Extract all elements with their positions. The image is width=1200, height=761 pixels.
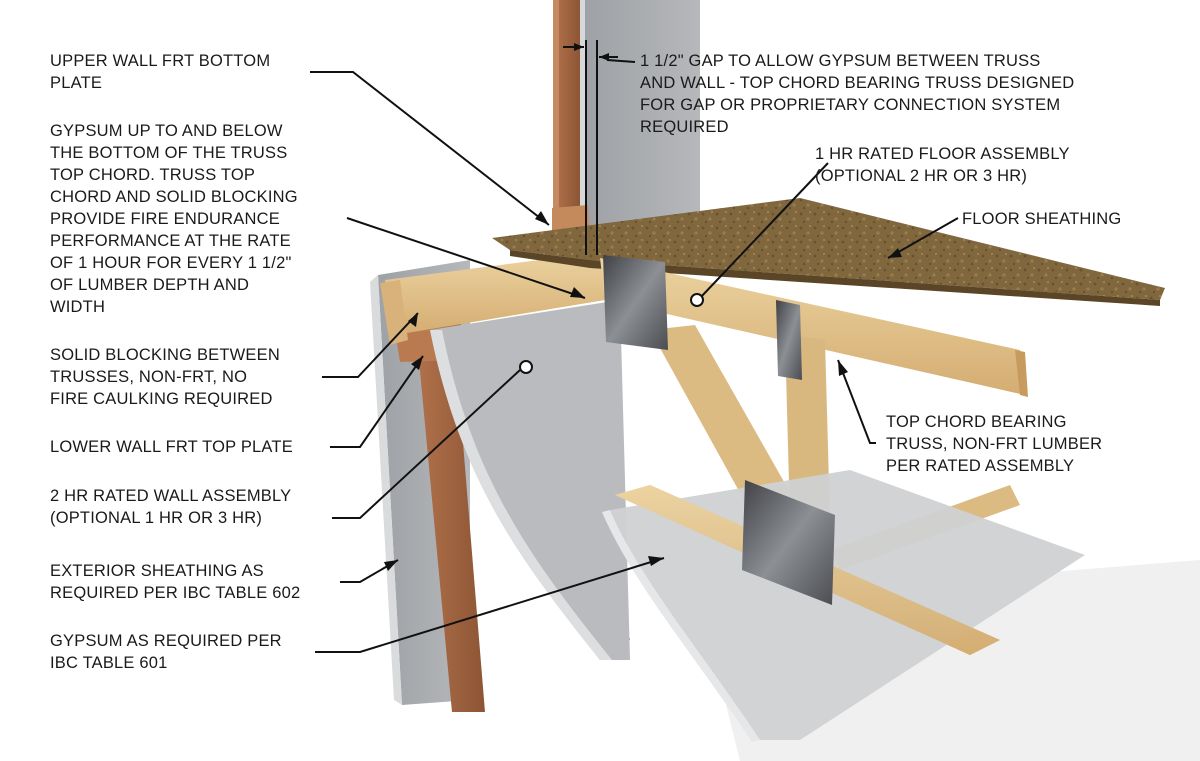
label-top-chord-truss: TOP CHORD BEARING TRUSS, NON-FRT LUMBER … — [886, 413, 1103, 475]
arrow-gap-right — [599, 53, 609, 61]
label-exterior-sheathing: EXTERIOR SHEATHING AS REQUIRED PER IBC T… — [50, 562, 301, 602]
interior-gypsum-sheet — [430, 300, 630, 660]
metal-plate-2 — [776, 300, 802, 380]
leader-arrowheads — [384, 43, 902, 571]
arrow-top-chord — [838, 360, 848, 376]
truss-web-diagonal — [650, 325, 800, 520]
label-gypsum-ibc: GYPSUM AS REQUIRED PER IBC TABLE 601 — [50, 632, 282, 672]
upper-wall-stud — [556, 0, 580, 215]
leader-top-chord — [837, 359, 876, 444]
solid-blocking — [385, 252, 605, 335]
leader-exterior-sheathing — [340, 559, 399, 583]
lower-wall-stud — [418, 345, 485, 712]
leader-gap — [606, 59, 636, 63]
leader-gypsum-truss — [346, 217, 586, 299]
leader-solid-blocking — [322, 312, 419, 378]
arrow-upper-wall-plate — [535, 211, 549, 225]
label-gap: 1 1/2" GAP TO ALLOW GYPSUM BETWEEN TRUSS… — [640, 52, 1075, 136]
lower-wall-gypsum-edge — [370, 275, 402, 705]
leader-wall-assembly — [332, 369, 521, 519]
label-lower-wall-plate: LOWER WALL FRT TOP PLATE — [50, 438, 293, 456]
metal-plate-3 — [742, 480, 835, 605]
label-upper-wall-plate: UPPER WALL FRT BOTTOM PLATE — [50, 52, 271, 92]
arrow-lower-wall-plate — [411, 356, 423, 370]
truss-web-vertical — [785, 335, 830, 520]
metal-plate-1 — [603, 255, 668, 350]
truss-top-chord-end — [1015, 350, 1028, 397]
label-gypsum-truss: GYPSUM UP TO AND BELOW THE BOTTOM OF THE… — [50, 122, 298, 316]
label-floor-sheathing: FLOOR SHEATHING — [962, 210, 1122, 228]
callout-dot-wall-assembly — [519, 360, 533, 374]
leader-upper-wall-plate — [310, 71, 550, 226]
arrow-gypsum-truss — [570, 287, 585, 298]
leader-floor-sheathing — [887, 217, 959, 259]
label-wall-assembly: 2 HR RATED WALL ASSEMBLY (OPTIONAL 1 HR … — [50, 487, 292, 527]
interior-gypsum-sheet-edge — [430, 330, 612, 660]
floor-sheathing — [492, 198, 1165, 300]
callout-dot-floor-assembly — [690, 293, 704, 307]
leader-gypsum-ibc — [315, 557, 665, 653]
upper-wall-stud-face — [553, 0, 559, 215]
label-floor-assembly: 1 HR RATED FLOOR ASSEMBLY (OPTIONAL 2 HR… — [815, 145, 1070, 185]
arrow-exterior-sheathing — [384, 560, 398, 571]
upper-wall-gypsum — [585, 0, 700, 260]
arrow-gypsum-ibc — [648, 556, 664, 566]
floor-sheathing-edge — [510, 250, 1160, 306]
leader-lower-wall-plate — [330, 355, 424, 448]
ceiling-gypsum-edge — [602, 510, 760, 742]
arrow-solid-blocking — [408, 313, 418, 327]
leader-floor-assembly — [699, 162, 829, 299]
arrow-floor-sheathing — [888, 248, 902, 258]
solid-blocking-end — [380, 280, 408, 345]
label-solid-blocking: SOLID BLOCKING BETWEEN TRUSSES, NON-FRT,… — [50, 346, 280, 408]
arrow-gap-left — [574, 43, 584, 51]
leader-lines — [310, 40, 959, 653]
